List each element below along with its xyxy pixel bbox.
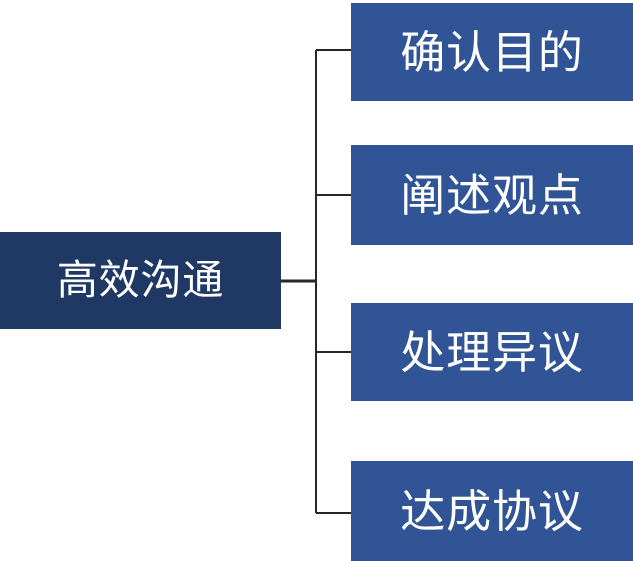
branch-node-3-label: 处理异议 — [400, 326, 584, 378]
root-node[interactable]: 高效沟通 — [0, 232, 281, 329]
branch-node-3[interactable]: 处理异议 — [351, 303, 633, 401]
branch-node-4-label: 达成协议 — [400, 485, 584, 537]
branch-node-4[interactable]: 达成协议 — [351, 461, 633, 561]
branch-node-2-label: 阐述观点 — [400, 169, 584, 221]
branch-node-2[interactable]: 阐述观点 — [351, 145, 633, 245]
branch-node-1-label: 确认目的 — [400, 26, 584, 78]
branch-node-1[interactable]: 确认目的 — [351, 3, 633, 101]
root-node-label: 高效沟通 — [56, 257, 225, 303]
